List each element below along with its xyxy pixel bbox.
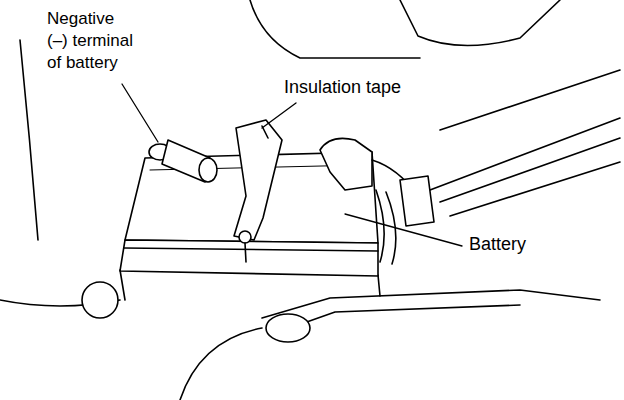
bracket-rod — [245, 243, 246, 262]
hold-down-bracket — [234, 120, 282, 240]
frame-edge — [180, 328, 262, 400]
wire-harness — [430, 118, 620, 190]
body-edge — [400, 0, 560, 46]
part-label: Negative (–) terminal of battery — [46, 8, 138, 74]
battery-tray — [262, 290, 600, 318]
wire-harness — [450, 162, 620, 216]
leader-line — [122, 84, 158, 142]
battery-front — [120, 240, 378, 276]
mount-bolt — [82, 282, 118, 318]
bracket-bolt — [239, 231, 251, 243]
positive-terminal-cover — [320, 138, 372, 190]
body-edge — [440, 70, 620, 130]
part-label: Insulation tape — [283, 76, 402, 98]
battery-cable — [376, 190, 384, 262]
part-label: Battery — [468, 233, 527, 255]
tray-bolt — [266, 314, 310, 342]
insulation-tape-end — [199, 158, 217, 182]
leader-line — [262, 103, 296, 128]
body-edge — [20, 40, 38, 240]
leader-line — [345, 214, 462, 246]
battery-rim — [124, 248, 378, 251]
body-edge — [250, 0, 420, 58]
cable-connector — [400, 176, 434, 226]
